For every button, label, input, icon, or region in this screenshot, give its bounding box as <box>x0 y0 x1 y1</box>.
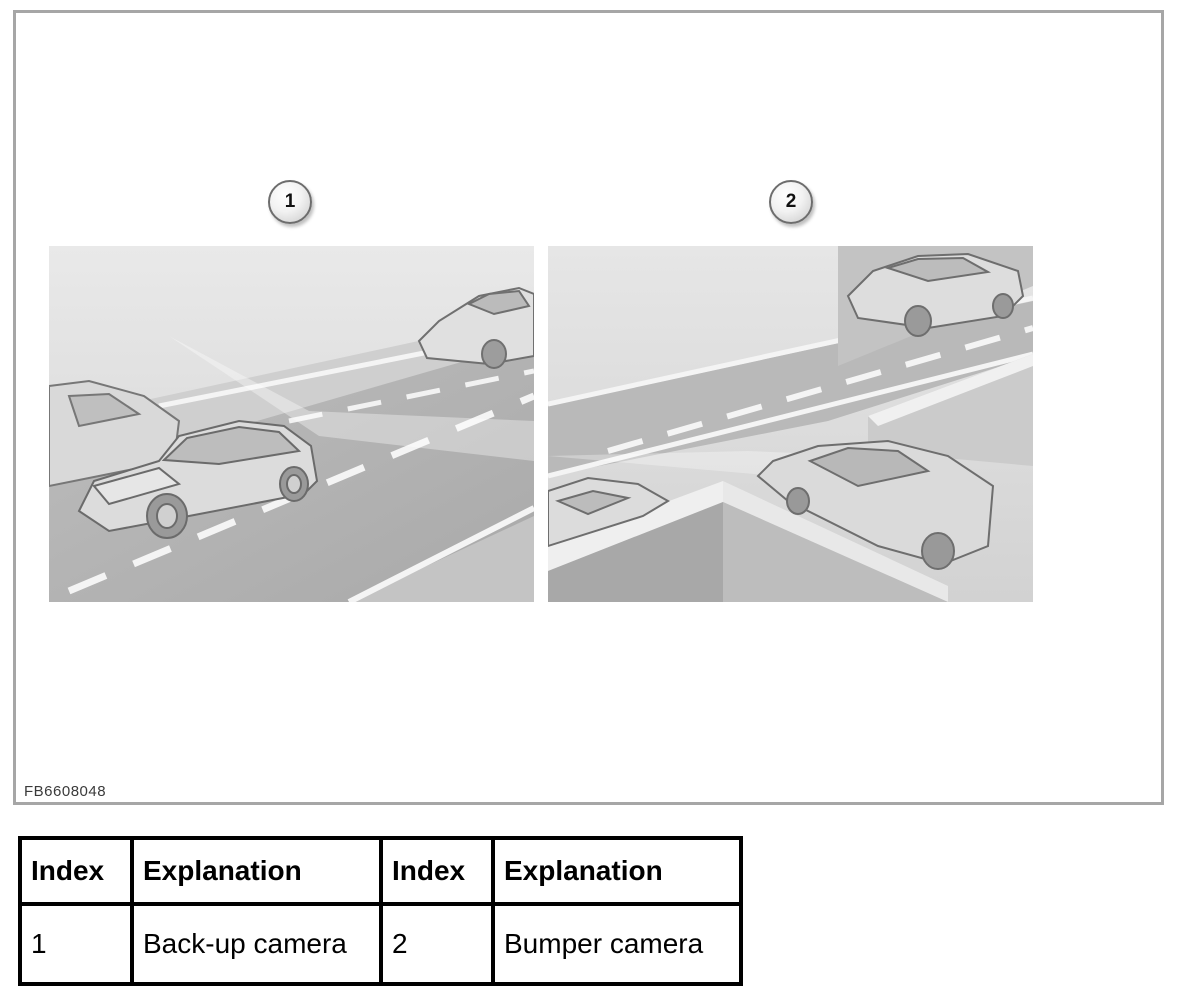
bumper-camera-scene-image <box>548 246 1033 602</box>
legend-header-index-1: Index <box>18 836 134 906</box>
illustration-backup-camera <box>49 246 534 602</box>
backup-camera-scene-image <box>49 246 534 602</box>
legend-header-explanation-2: Explanation <box>491 836 743 906</box>
legend-explanation-2: Bumper camera <box>491 902 743 986</box>
figure-frame: 1 2 <box>13 10 1164 805</box>
figure-code: FB6608048 <box>24 783 107 800</box>
legend-table: Index Explanation Index Explanation 1 Ba… <box>18 836 743 986</box>
legend-header-explanation-1: Explanation <box>130 836 383 906</box>
legend-header-row: Index Explanation Index Explanation <box>18 836 743 906</box>
illustration-bumper-camera <box>548 246 1033 602</box>
legend-index-2: 2 <box>379 902 495 986</box>
legend-header-index-2: Index <box>379 836 495 906</box>
legend-row: 1 Back-up camera 2 Bumper camera <box>18 902 743 986</box>
callout-1: 1 <box>268 180 312 224</box>
callout-2: 2 <box>769 180 813 224</box>
legend-index-1: 1 <box>18 902 134 986</box>
legend-explanation-1: Back-up camera <box>130 902 383 986</box>
